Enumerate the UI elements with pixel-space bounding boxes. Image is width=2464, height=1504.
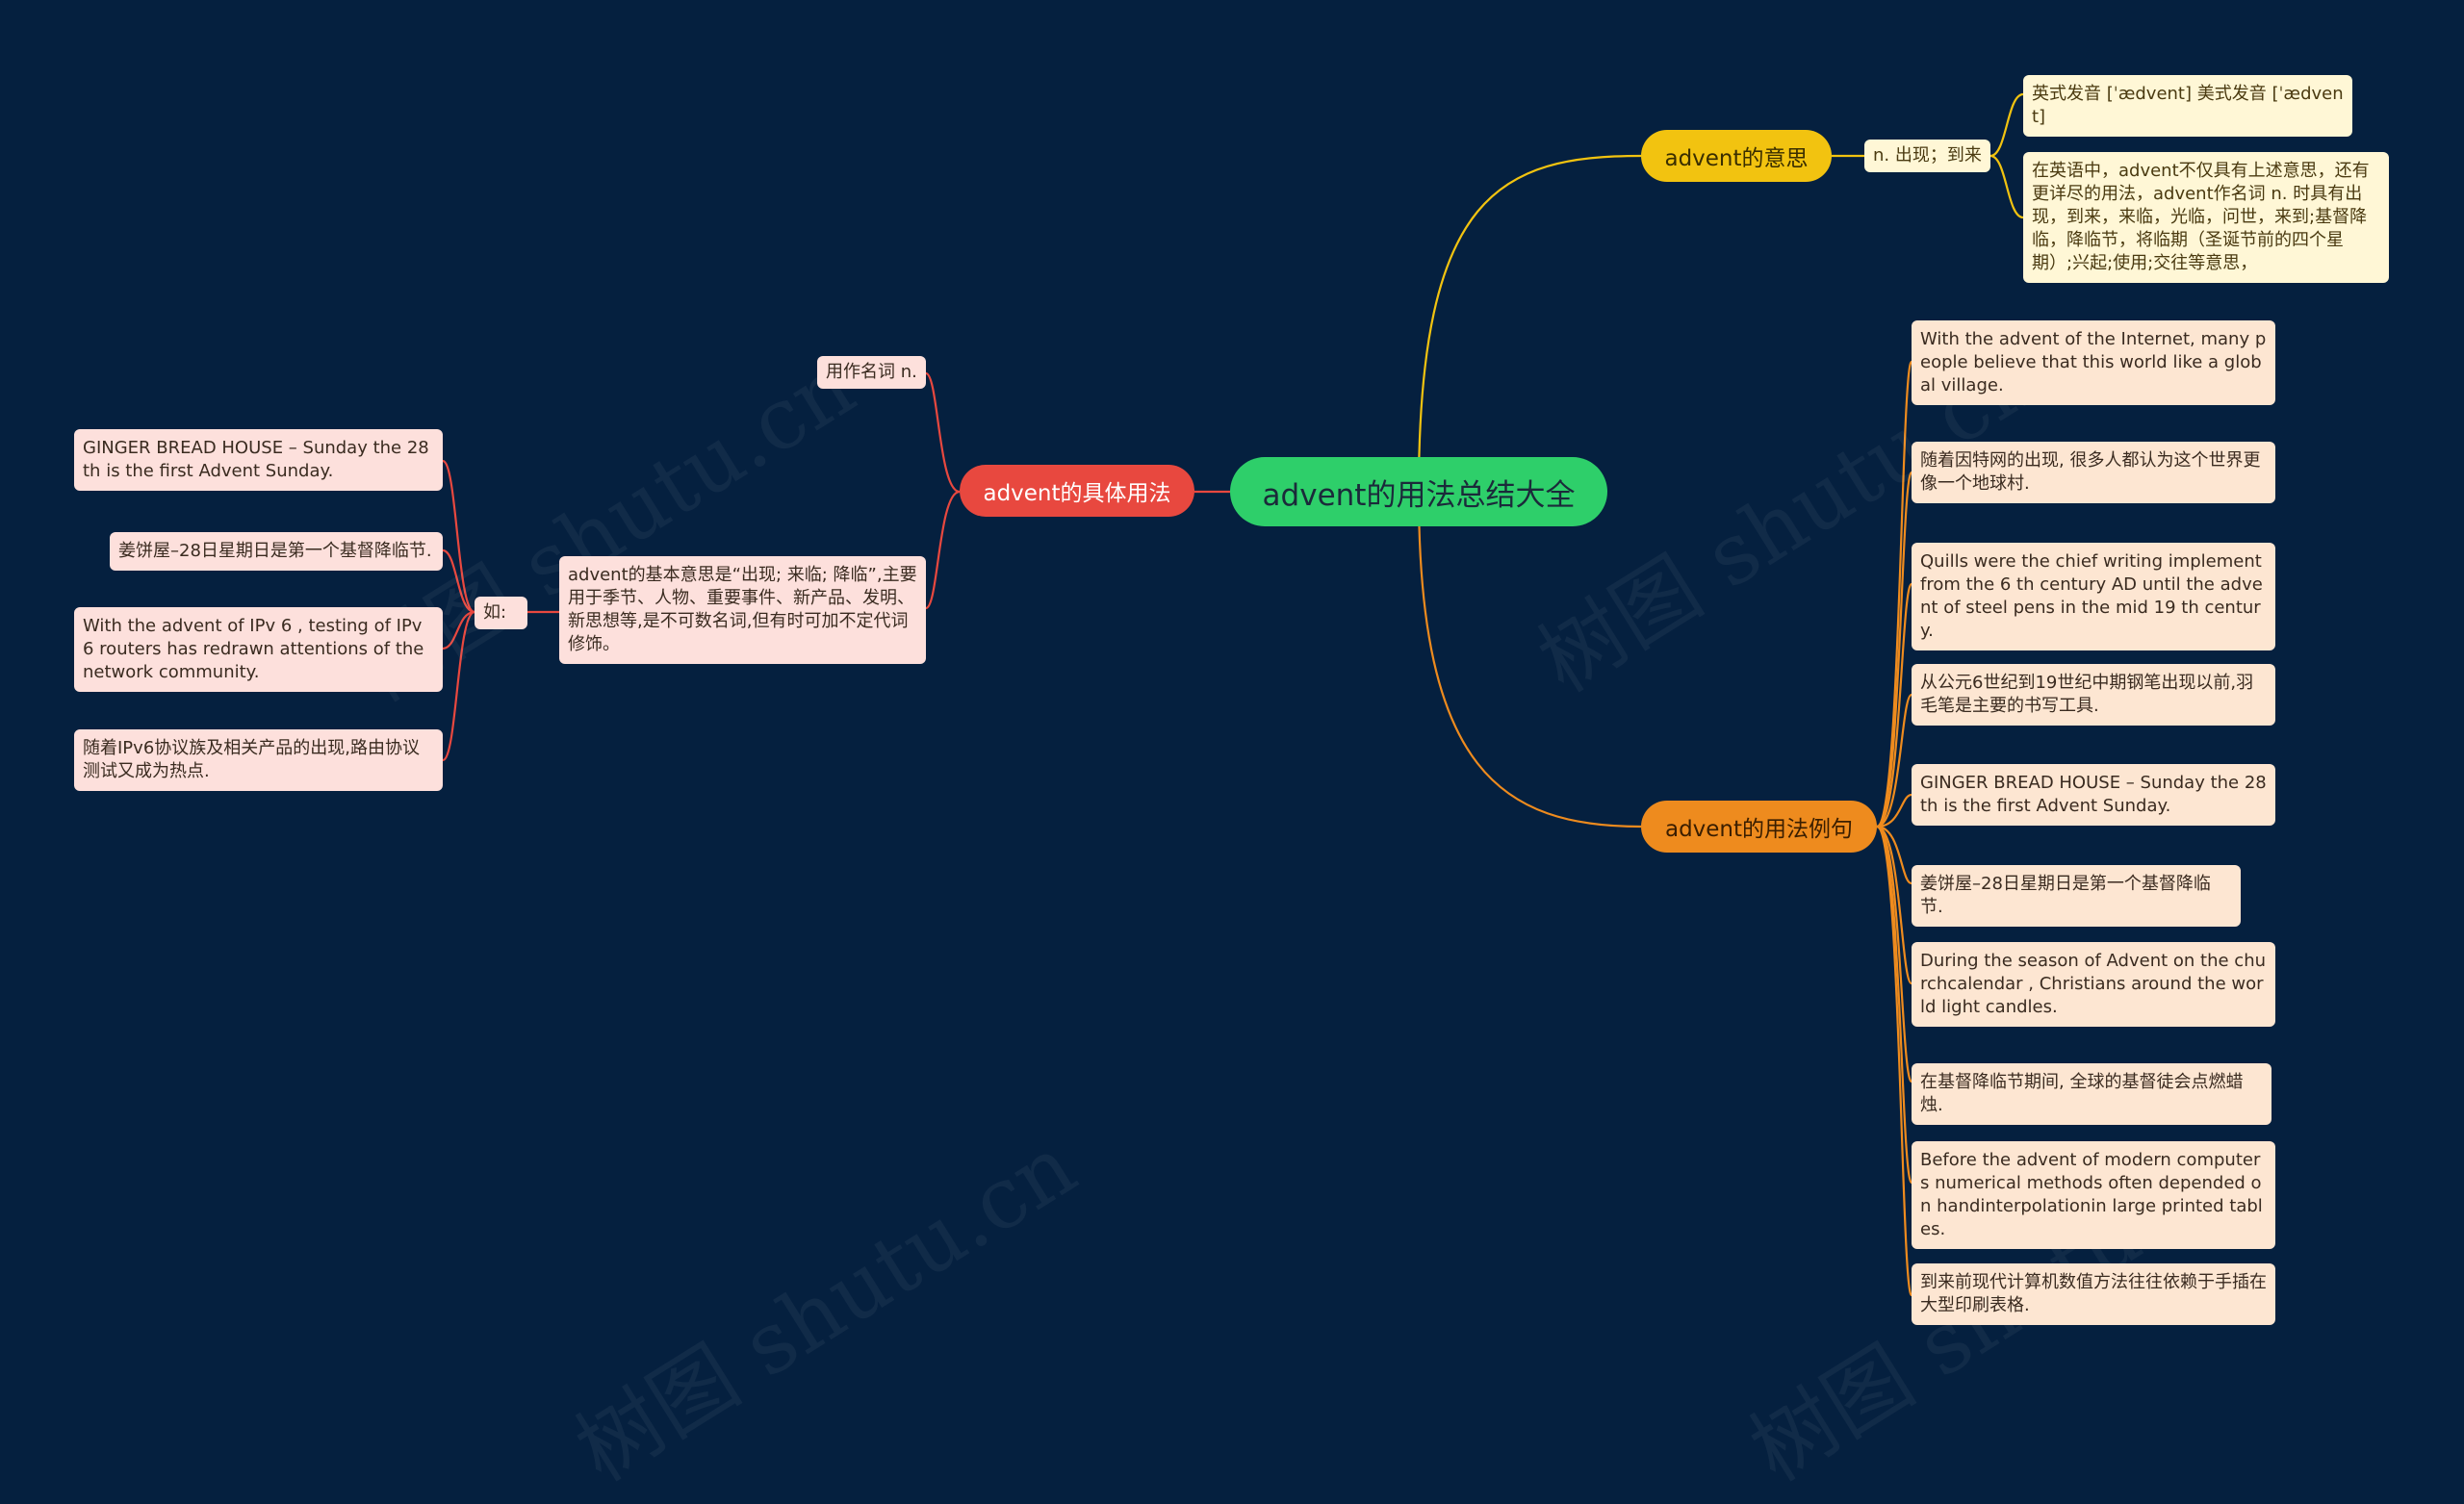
mindmap-canvas: 树图 shutu.cn 树图 shutu.cn 树图 shutu.cn 树图 s…	[74, 75, 2389, 1500]
link-ex-7	[1876, 825, 1913, 985]
example-item[interactable]: During the season of Advent on the churc…	[1912, 942, 2275, 1027]
link-usage-ex-3	[442, 610, 475, 650]
link-ex-3	[1876, 582, 1913, 828]
meaning-pronunciation[interactable]: 英式发音 [ˈædvent] 美式发音 [ˈædvent]	[2023, 75, 2352, 137]
link-ex-2	[1876, 471, 1913, 828]
usage-example-tag[interactable]: 如:	[475, 597, 527, 629]
link-sub-item-2	[1989, 154, 2024, 219]
example-item[interactable]: 随着因特网的出现, 很多人都认为这个世界更像一个地球村.	[1912, 442, 2275, 503]
link-ex-6	[1876, 825, 1912, 885]
example-item[interactable]: 从公元6世纪到19世纪中期钢笔出现以前,羽毛笔是主要的书写工具.	[1912, 664, 2275, 726]
example-item[interactable]: With the advent of the Internet, many pe…	[1912, 320, 2275, 405]
link-sub-item-1	[1989, 92, 2024, 158]
example-item[interactable]: 姜饼屋–28日星期日是第一个基督降临节.	[1912, 865, 2241, 927]
link-usage-desc	[925, 490, 961, 610]
usage-example-item[interactable]: With the advent of IPv 6 , testing of IP…	[74, 607, 443, 692]
branch-usage[interactable]: advent的具体用法	[960, 465, 1194, 517]
usage-example-item[interactable]: GINGER BREAD HOUSE – Sunday the 28 th is…	[74, 429, 443, 491]
usage-description[interactable]: advent的基本意思是“出现; 来临; 降临”,主要用于季节、人物、重要事件、…	[559, 556, 926, 664]
link-ex-8	[1876, 825, 1913, 1083]
usage-noun-tag[interactable]: 用作名词 n.	[817, 356, 926, 389]
example-item[interactable]: 在基督降临节期间, 全球的基督徒会点燃蜡烛.	[1912, 1063, 2272, 1125]
example-item[interactable]: 到来前现代计算机数值方法往往依赖于手插在大型印刷表格.	[1912, 1263, 2275, 1325]
link-ex-5	[1876, 793, 1912, 828]
link-ex-4	[1876, 693, 1913, 828]
usage-example-item[interactable]: 姜饼屋–28日星期日是第一个基督降临节.	[110, 532, 443, 571]
link-ex-1	[1875, 360, 1913, 828]
example-item[interactable]: Before the advent of modern computers nu…	[1912, 1141, 2275, 1249]
link-usage-ex-1	[441, 459, 475, 614]
connector-lines	[441, 92, 2024, 1297]
usage-example-item[interactable]: 随着IPv6协议族及相关产品的出现,路由协议测试又成为热点.	[74, 729, 443, 791]
example-item[interactable]: GINGER BREAD HOUSE – Sunday the 28 th is…	[1912, 764, 2275, 826]
branch-meaning[interactable]: advent的意思	[1641, 130, 1832, 182]
link-ex-10	[1875, 825, 1913, 1297]
meaning-sub-node[interactable]: n. 出现；到来	[1864, 140, 1990, 172]
link-root-examples	[1417, 491, 1642, 828]
root-node[interactable]: advent的用法总结大全	[1230, 457, 1607, 526]
branch-examples[interactable]: advent的用法例句	[1641, 801, 1877, 853]
link-usage-ex-4	[442, 610, 475, 762]
link-usage-noun	[925, 371, 961, 494]
meaning-detail[interactable]: 在英语中，advent不仅具有上述意思，还有更详尽的用法，advent作名词 n…	[2023, 152, 2389, 283]
link-usage-ex-2	[442, 548, 475, 614]
link-root-meaning	[1417, 154, 1642, 493]
example-item[interactable]: Quills were the chief writing implement …	[1912, 543, 2275, 650]
link-ex-9	[1876, 825, 1913, 1185]
